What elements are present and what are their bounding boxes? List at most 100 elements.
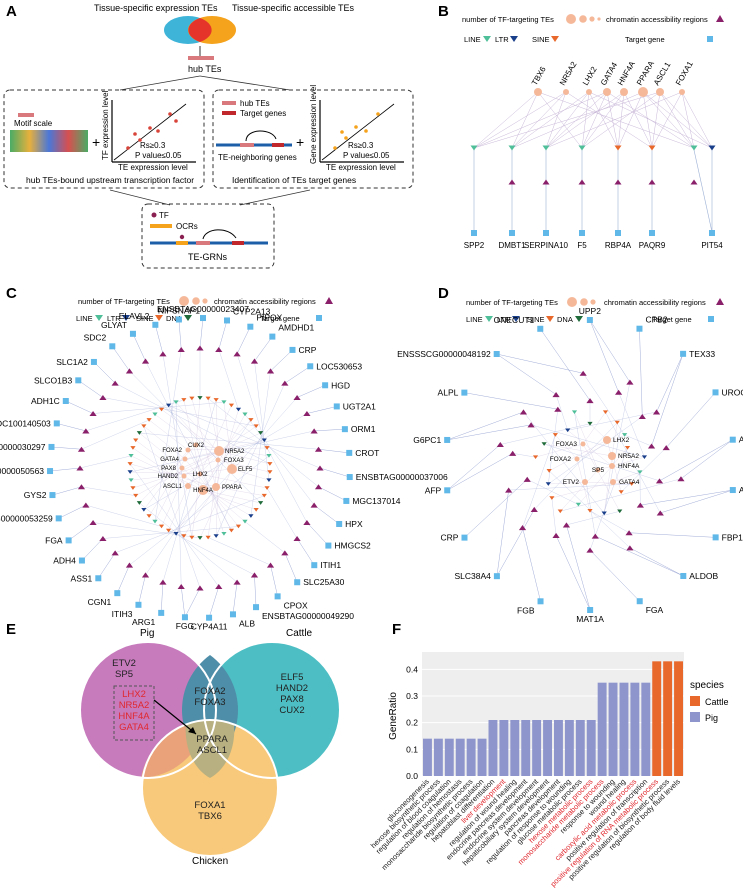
d-te-node (624, 446, 631, 450)
d-edge-te-tf (535, 443, 584, 458)
pig-highlight-tf: LHX2 (122, 689, 146, 700)
c-edge-te-tf (191, 473, 201, 538)
c-edge-acc-gene (306, 406, 337, 414)
d-accessible-region (647, 443, 656, 449)
c-tf-node (181, 473, 187, 479)
bar (499, 720, 509, 776)
d-te-node (571, 410, 578, 415)
d-edge-acc-te (531, 424, 645, 458)
d-te-node (601, 511, 607, 516)
c-gene-node (75, 377, 82, 384)
c-edge-te-tf (132, 447, 189, 487)
c-gene-node (322, 382, 329, 389)
c-accessible-region (82, 502, 90, 508)
cattle-only-tf: HAND2 (276, 683, 308, 694)
c-edge-acc-gene (296, 385, 326, 398)
c-gene-label: ITIH1 (320, 560, 341, 570)
c-gene-label: UGT2A1 (343, 401, 376, 411)
legend-c-chrom: chromatin accessibility regions (214, 297, 316, 306)
c-accessible-region (77, 484, 86, 490)
c-edge-acc-gene (208, 586, 220, 618)
c-gene-node (78, 557, 85, 564)
legend-d-line: LINE (466, 315, 483, 324)
d-te-node (587, 421, 593, 426)
legend-hub-tes: hub TEs (240, 99, 270, 108)
d-accessible-region (626, 545, 634, 551)
rs-threshold-right: Rs≥0.3 (348, 141, 374, 150)
c-te-node (253, 424, 259, 429)
c-edge-acc-te (208, 537, 271, 566)
d-edge-te-tf (611, 422, 618, 457)
gene-node-b (509, 230, 515, 236)
c-edge-te-tf (199, 405, 232, 475)
c-te-node (127, 462, 133, 466)
d-accessible-region (527, 422, 535, 428)
d-edge-acc-te (567, 411, 657, 431)
c-te-node (266, 478, 272, 482)
bar (477, 738, 487, 776)
panel-b-legend: number of TF-targeting TEs chromatin acc… (462, 14, 724, 44)
bar (674, 661, 683, 776)
y-tick-label: 0.3 (406, 691, 418, 701)
edge-tf-te (473, 91, 567, 149)
panel-d-label: D (438, 285, 449, 302)
d-tf-node (574, 456, 580, 462)
d-gene-node (537, 598, 544, 605)
c-te-node (258, 431, 264, 435)
legend-d-num-tf: number of TF-targeting TEs (466, 298, 558, 307)
c-accessible-region (159, 579, 167, 585)
c-te-node (213, 534, 219, 538)
d-edge-acc-gene (522, 527, 541, 602)
c-edge-te-tf (132, 459, 219, 489)
c-accessible-region (281, 380, 289, 386)
c-gene-node (95, 575, 102, 582)
c-gene-label: ARG1 (132, 617, 155, 627)
tf-node-b (656, 88, 664, 96)
d-gene-label: ONECUT1 (494, 315, 535, 325)
d-accessible-region (656, 510, 664, 516)
c-te-node (146, 514, 152, 518)
panel-c: C number of TF-targeting TEs chromatin a… (0, 285, 448, 632)
bar (619, 682, 629, 776)
edge-tf-te (545, 91, 567, 149)
c-te-node (165, 403, 172, 408)
c-edge-te-tf (215, 486, 265, 496)
c-edge-acc-te (102, 526, 239, 539)
c-te-node (136, 431, 142, 435)
d-te-node (614, 420, 620, 425)
c-edge-acc-gene (160, 582, 164, 613)
c-edge-te-tf (143, 426, 186, 460)
te-node-b (542, 145, 550, 151)
c-accessible-region (293, 536, 301, 542)
c-tf-label: HNF4A (193, 488, 213, 494)
d-accessible-region (523, 476, 531, 482)
c-edge-acc-te (129, 463, 219, 587)
shared-tf: PPARA (196, 734, 228, 745)
c-edge-acc-gene (178, 319, 182, 350)
c-edge-acc-gene (296, 538, 315, 566)
d-edge-acc-gene (464, 479, 528, 538)
edge-tf-te (545, 91, 683, 149)
d-tf-node (595, 467, 601, 473)
d-te-node (622, 433, 628, 437)
c-accessible-region (266, 368, 275, 374)
c-gene-label: ENSBTAG00000023407 (157, 304, 249, 314)
tf-node-b (586, 89, 592, 95)
d-accessible-region (554, 406, 562, 412)
c-gene-node (311, 562, 318, 569)
c-edge-acc-te (102, 397, 257, 427)
legend-sine: SINE (532, 35, 550, 44)
c-accessible-region (303, 411, 311, 417)
gene-node-b (471, 230, 477, 236)
cattle-only-tf: PAX8 (280, 694, 304, 705)
c-edge-acc-gene (52, 486, 82, 496)
c-edge-acc-te (154, 349, 182, 522)
c-edge-acc-gene (180, 586, 186, 618)
c-edge-te-tf (184, 458, 239, 527)
c-accessible-region (77, 446, 86, 452)
d-te-node (545, 482, 551, 486)
c-te-node (264, 486, 270, 490)
pig-only-tf: SP5 (115, 669, 133, 680)
c-edge-acc-te (129, 370, 261, 504)
